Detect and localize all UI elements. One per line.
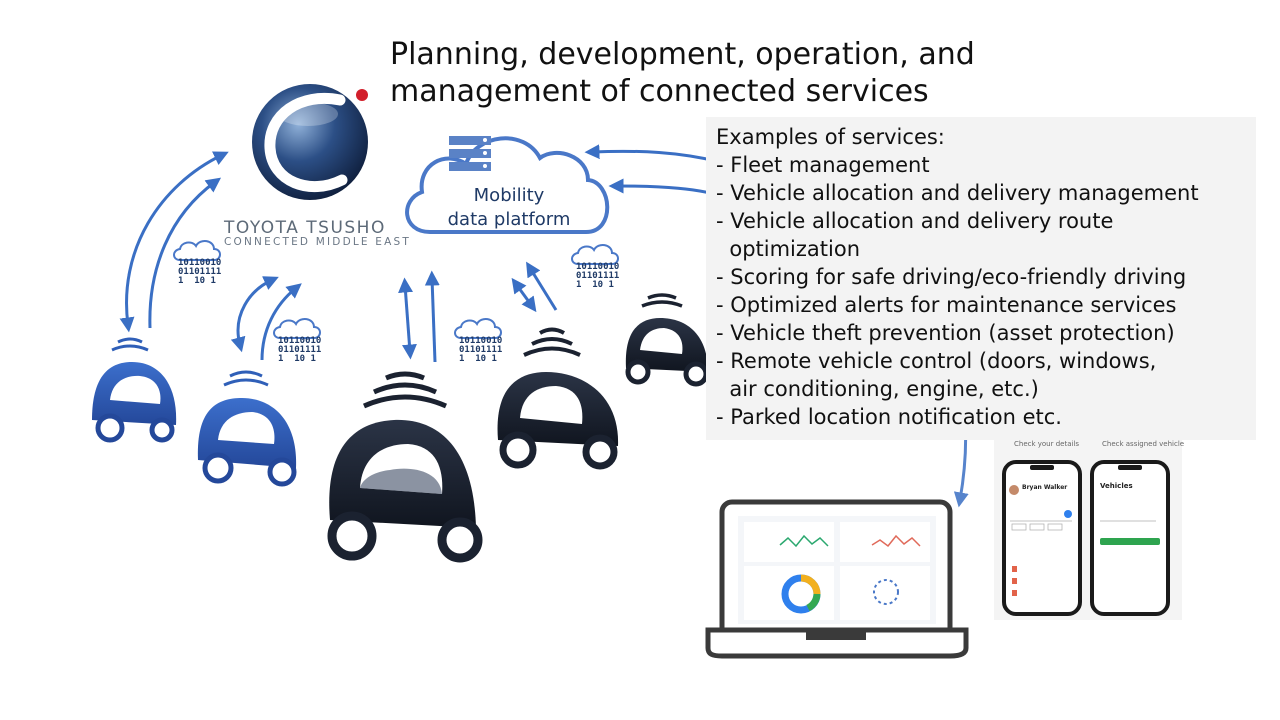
binary-data-4: 10110010 01101111 1 10 1 bbox=[576, 262, 620, 290]
binary-data-3: 10110010 01101111 1 10 1 bbox=[459, 336, 503, 364]
toyota-tsusho-logo-icon bbox=[252, 84, 368, 200]
services-heading: Examples of services: bbox=[716, 125, 945, 149]
service-item: - Remote vehicle control (doors, windows… bbox=[716, 349, 1157, 373]
car-dark-medium bbox=[497, 327, 619, 470]
service-item: - Vehicle allocation and delivery route bbox=[716, 209, 1114, 233]
car-blue-medium bbox=[197, 370, 297, 487]
services-items: - Fleet management - Vehicle allocation … bbox=[716, 151, 1246, 431]
car-blue-small bbox=[92, 337, 177, 443]
smartphones-app-icon bbox=[994, 432, 1182, 620]
phone-left-header: Check your details bbox=[1014, 440, 1080, 448]
binary-data-2: 10110010 01101111 1 10 1 bbox=[278, 336, 322, 364]
cloud-server-icon bbox=[405, 136, 610, 234]
service-item: - Optimized alerts for maintenance servi… bbox=[716, 293, 1177, 317]
service-item: optimization bbox=[716, 237, 861, 261]
service-item: air conditioning, engine, etc.) bbox=[716, 377, 1039, 401]
service-item: - Vehicle allocation and delivery manage… bbox=[716, 181, 1199, 205]
binary-data-1: 10110010 01101111 1 10 1 bbox=[178, 258, 222, 286]
service-item: - Vehicle theft prevention (asset protec… bbox=[716, 321, 1175, 345]
phone-left-username: Bryan Walker bbox=[1022, 484, 1068, 491]
phone-right-header: Check assigned vehicle bbox=[1102, 440, 1185, 448]
laptop-dashboard-icon bbox=[705, 499, 969, 659]
title-line-2: management of connected services bbox=[390, 74, 929, 109]
service-item: - Parked location notification etc. bbox=[716, 405, 1062, 429]
car-dark-small bbox=[625, 293, 709, 387]
platform-label-line-1: Mobility bbox=[473, 185, 545, 206]
car-dark-large bbox=[327, 371, 483, 563]
title-line-1: Planning, development, operation, and bbox=[390, 37, 975, 72]
platform-label: Mobility data platform bbox=[432, 184, 586, 232]
service-item: - Scoring for safe driving/eco-friendly … bbox=[716, 265, 1187, 289]
data-cloud-icons bbox=[173, 240, 619, 339]
phone-right-title: Vehicles bbox=[1100, 482, 1133, 490]
platform-label-line-2: data platform bbox=[447, 209, 571, 230]
logo-company-subtitle: CONNECTED MIDDLE EAST bbox=[224, 236, 411, 248]
services-list-box: Examples of services: - Fleet management… bbox=[706, 117, 1256, 440]
page-title: Planning, development, operation, and ma… bbox=[390, 36, 975, 110]
service-item: - Fleet management bbox=[716, 153, 930, 177]
logo-company-name: TOYOTA TSUSHO bbox=[224, 218, 386, 238]
